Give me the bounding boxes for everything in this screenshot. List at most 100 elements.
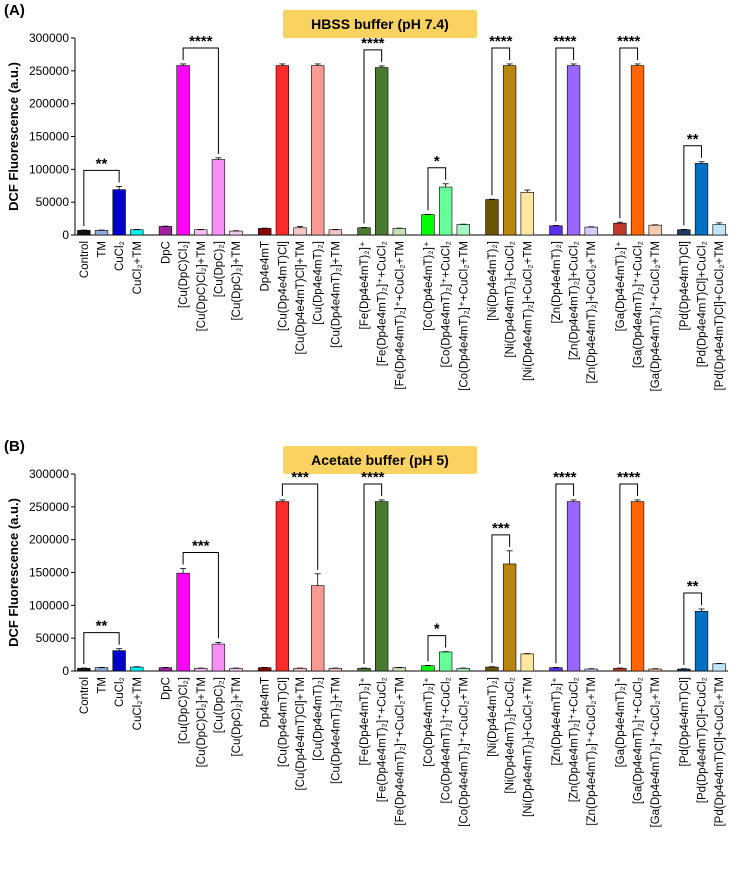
bar [520, 192, 534, 236]
bar [375, 67, 389, 236]
x-tick-label: [Ni(Dp4e4mT)₂]+CuCl₂+TM [522, 241, 534, 381]
bar [485, 666, 499, 672]
x-tick-label: Control [79, 677, 91, 714]
significance-bracket [555, 47, 575, 222]
x-tick-label: [Pd(Dp4e4mT)Cl]+CuCl₂ [697, 677, 709, 803]
x-tick-label: [Cu(DpC)Cl₂]+TM [196, 241, 208, 331]
x-tick-label: TM [96, 677, 108, 694]
x-tick-label: [Fe(Dp4e4mT)₂]⁺ [359, 241, 371, 330]
chart-title: HBSS buffer (pH 7.4) [283, 10, 477, 38]
x-tick-label: [Co(Dp4e4mT)₂]⁺+CuCl₂+TM [458, 677, 470, 827]
bar [438, 651, 453, 672]
x-tick-label: [Cu(DpC)Cl₂] [178, 677, 190, 744]
bar [694, 163, 709, 236]
bar [392, 667, 406, 672]
x-tick-label: [Zn(Dp4e4mT)₂]⁺+CuCl₂+TM [586, 677, 598, 826]
y-axis-label: DCF Fluorescence (a.u.) [6, 498, 21, 647]
bar [613, 222, 627, 236]
bar [357, 668, 371, 672]
significance-label: *** [492, 520, 510, 537]
bar [258, 667, 272, 672]
bar [211, 159, 226, 236]
y-tick-label: 0 [62, 664, 69, 678]
bar [176, 65, 190, 236]
bar [311, 585, 325, 672]
x-tick-label: [Fe(Dp4e4mT)₂]⁺+CuCl₂ [377, 677, 389, 802]
x-tick-label: Dp4e4mT [260, 241, 272, 292]
significance-label: ** [687, 578, 699, 595]
x-tick-label: [Co(Dp4e4mT)₂]⁺+CuCl₂ [441, 677, 453, 804]
x-tick-label: DpC [160, 677, 172, 700]
significance-label: ** [96, 155, 108, 172]
x-tick-label: [Cu(DpC)₂]+TM [231, 677, 243, 757]
bar [229, 668, 243, 672]
x-tick-label: [Cu(Dp4e4mT)Cl] [277, 677, 289, 767]
y-tick-label: 50000 [36, 195, 70, 209]
significance-bracket [427, 635, 447, 662]
bar [94, 230, 109, 236]
bar-chart-hbss: 050000100000150000200000250000300000DCF … [6, 31, 728, 391]
chart-title: Acetate buffer (pH 5) [283, 446, 477, 474]
x-tick-label: [Ni(Dp4e4mT)₂] [487, 241, 499, 321]
significance-bracket [427, 167, 447, 211]
bar [584, 668, 598, 672]
significance-bracket [619, 483, 639, 665]
bar [456, 224, 470, 236]
bar [677, 229, 691, 236]
significance-label: **** [553, 469, 577, 486]
x-tick-label: CuCl₂ [114, 241, 126, 271]
bar [375, 501, 389, 672]
bar [421, 214, 435, 236]
bar [77, 668, 91, 672]
x-tick-label: [Cu(Dp4e4mT)Cl]+TM [295, 677, 307, 790]
significance-bracket [182, 47, 219, 154]
x-tick-label: [Ni(Dp4e4mT)₂]+CuCl₂ [505, 677, 517, 794]
x-tick-label: [Ga(Dp4e4mT)₂]⁺+CuCl₂ [633, 241, 645, 368]
y-tick-label: 200000 [29, 97, 69, 111]
x-tick-label: [Pd(Dp4e4mT)Cl]+CuCl₂ [697, 241, 709, 367]
bar [293, 668, 307, 672]
bar [648, 224, 662, 236]
x-tick-label: [Cu(Dp4e4mT)₂]+TM [330, 677, 342, 784]
bar [158, 667, 173, 672]
bar [520, 653, 534, 672]
y-tick-label: 100000 [29, 598, 69, 612]
x-tick-label: CuCl₂+TM [132, 677, 144, 730]
x-tick-label: [Zn(Dp4e4mT)₂] [551, 241, 563, 323]
y-tick-label: 250000 [29, 64, 69, 78]
bar [566, 501, 581, 672]
bar [130, 229, 144, 236]
y-tick-label: 50000 [36, 631, 70, 645]
bar-chart-acetate: 050000100000150000200000250000300000DCF … [6, 467, 728, 827]
bar [357, 227, 371, 236]
x-tick-label: [Ni(Dp4e4mT)₂] [487, 677, 499, 757]
bar [130, 666, 144, 672]
x-tick-label: [Ga(Dp4e4mT)₂]⁺+CuCl₂ [633, 677, 645, 804]
y-axis-label: DCF Fluorescence (a.u.) [6, 62, 21, 211]
y-tick-label: 200000 [29, 533, 69, 547]
bar [194, 668, 208, 672]
bar [77, 230, 91, 236]
bar [630, 65, 645, 236]
significance-label: **** [361, 469, 385, 486]
x-tick-label: [Ni(Dp4e4mT)₂]+CuCl₂+TM [522, 677, 534, 817]
bar [584, 226, 598, 236]
x-tick-label: [Zn(Dp4e4mT)₂]⁺ [551, 677, 563, 766]
bar [549, 225, 563, 236]
significance-bracket [491, 47, 511, 196]
bar [694, 610, 709, 672]
x-tick-label: DpC [160, 241, 172, 264]
x-tick-label: CuCl₂ [114, 677, 126, 707]
x-tick-label: [Cu(Dp4e4mT)Cl] [277, 241, 289, 331]
significance-bracket [683, 592, 703, 665]
y-tick-label: 250000 [29, 500, 69, 514]
x-tick-label: [Pd(Dp4e4mT)Cl]+CuCl₂+TM [714, 241, 726, 391]
bar [112, 650, 126, 672]
significance-bracket [619, 47, 639, 219]
x-tick-label: Control [79, 241, 91, 278]
significance-label: ** [96, 618, 108, 635]
bar [194, 229, 208, 236]
significance-label: ** [687, 131, 699, 148]
bar [94, 667, 109, 672]
